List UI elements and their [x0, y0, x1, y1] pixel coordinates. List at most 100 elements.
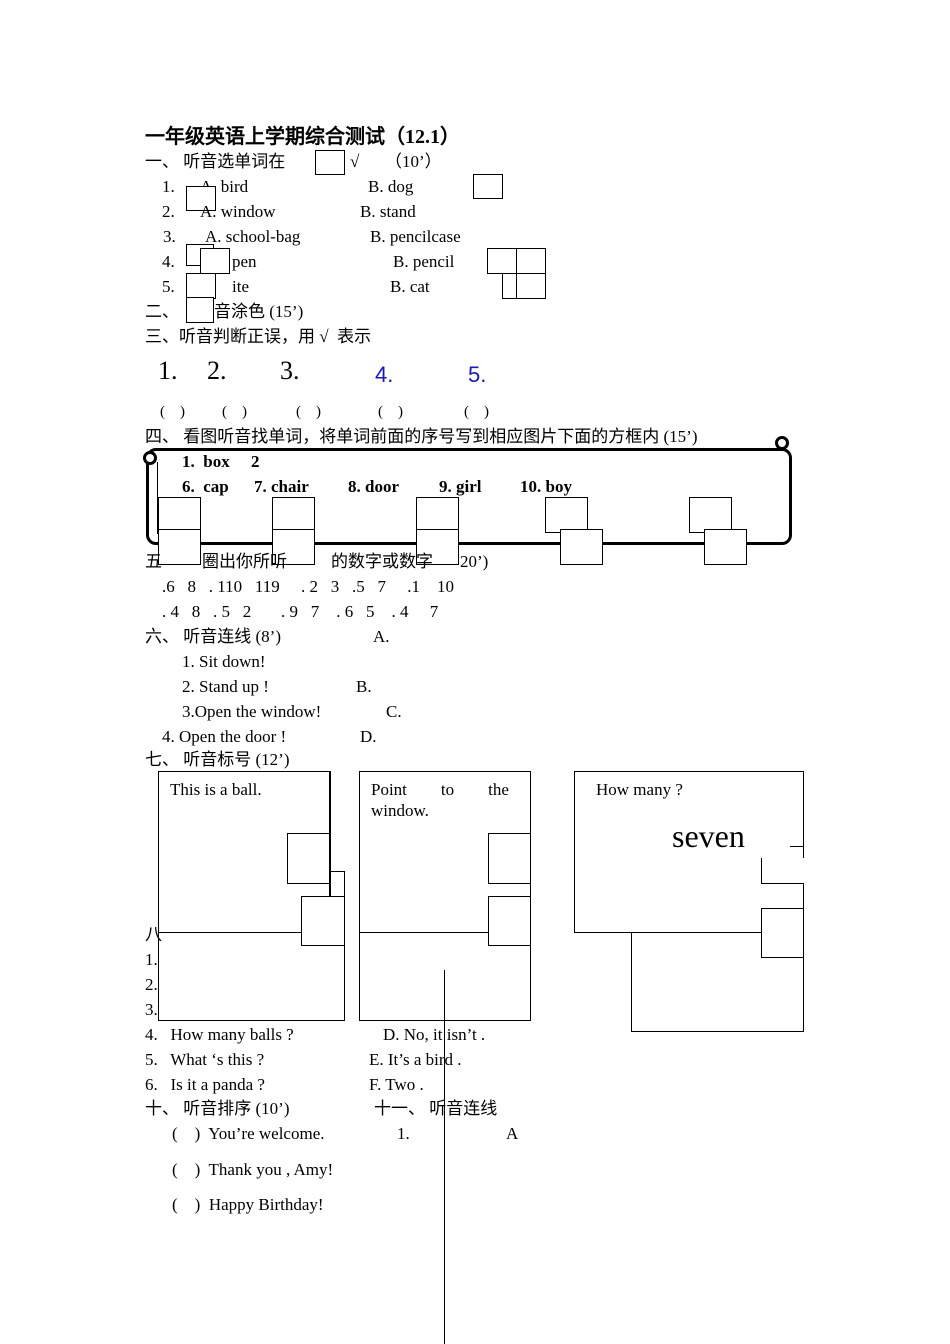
section-3-heading: 三、听音判断正误，用 √ 表示: [145, 327, 372, 346]
section-5-heading-part: 20’): [460, 552, 489, 571]
picture-card: [631, 932, 804, 1032]
word-cap: 6. cap: [182, 477, 229, 496]
match-letter: D.: [360, 727, 377, 746]
page-title: 一年级英语上学期综合测试（12.1）: [145, 126, 460, 148]
answer-box[interactable]: [158, 497, 201, 530]
answer-paren[interactable]: ( ): [296, 404, 321, 420]
phrase-item: 3.Open the window!: [182, 702, 322, 721]
answer-box[interactable]: [330, 871, 345, 897]
word-boy: 10. boy: [520, 477, 572, 496]
answer-item: F. Two .: [369, 1075, 424, 1094]
answer-box[interactable]: [287, 833, 330, 884]
section-2-heading-tail: 音涂色 (15’): [214, 302, 304, 321]
answer-paren[interactable]: ( ): [222, 404, 247, 420]
answer-box[interactable]: [272, 497, 315, 530]
answer-box[interactable]: [516, 273, 546, 299]
match-letter: B.: [356, 677, 372, 696]
answer-paren[interactable]: ( ): [160, 404, 185, 420]
divider: [330, 771, 331, 933]
answer-box[interactable]: [473, 174, 503, 199]
answer-box[interactable]: [200, 248, 230, 274]
section-1-heading: 一、 听音选单词在: [145, 152, 286, 171]
item-number: 1.: [145, 950, 158, 969]
option-b: B. pencilcase: [370, 227, 461, 246]
answer-box[interactable]: [158, 529, 201, 565]
answer-box[interactable]: [301, 896, 345, 946]
answer-box[interactable]: [689, 497, 732, 533]
option-b: B. stand: [360, 202, 416, 221]
answer-box[interactable]: [488, 833, 531, 884]
answer-box[interactable]: [761, 908, 804, 958]
answer-box[interactable]: [186, 273, 216, 299]
word-scroll: [146, 448, 792, 545]
answer-box[interactable]: [488, 896, 531, 946]
picture-card: [574, 771, 804, 933]
answer-paren[interactable]: ( ): [378, 404, 403, 420]
item-number: 1.: [162, 177, 175, 196]
word-door: 8. door: [348, 477, 399, 496]
picture-number: 5.: [468, 362, 487, 387]
item-number: 2.: [145, 975, 158, 994]
phrase-item: 2. Stand up !: [182, 677, 269, 696]
answer-box[interactable]: [272, 529, 315, 565]
option-b: B. cat: [390, 277, 430, 296]
picture-number: 1.: [158, 356, 178, 385]
answer-box[interactable]: [315, 150, 345, 175]
card-number-word: seven: [672, 818, 745, 854]
number-row-2: . 4 8 . 5 2 . 9 7 . 6 5 . 4 7: [162, 602, 439, 621]
option-b: B. pencil: [393, 252, 455, 271]
option-a: A. window: [200, 202, 276, 221]
answer-box[interactable]: [761, 858, 804, 884]
option-a: A. school-bag: [205, 227, 301, 246]
check-mark: √: [350, 152, 360, 171]
answer-box[interactable]: [416, 529, 459, 565]
match-letter: A.: [373, 627, 390, 646]
order-item[interactable]: ( ) Happy Birthday!: [172, 1195, 324, 1214]
section-7-heading: 七、 听音标号 (12’): [145, 750, 290, 769]
picture-number: 4.: [375, 362, 394, 387]
question-item: 6. Is it a panda ?: [145, 1075, 265, 1094]
picture-number: 2.: [207, 356, 227, 385]
divider: [444, 970, 445, 1344]
match-number: 1.: [397, 1124, 410, 1143]
answer-box[interactable]: [416, 497, 459, 530]
option-a: ite: [232, 277, 249, 296]
answer-paren[interactable]: ( ): [464, 404, 489, 420]
section-5-heading-part: 五: [145, 552, 162, 571]
option-a: pen: [232, 252, 257, 271]
answer-box[interactable]: [186, 186, 216, 211]
item-number: 2.: [162, 202, 175, 221]
scroll-curl: [775, 436, 789, 450]
divider: [158, 932, 301, 933]
question-item: 5. What ‘s this ?: [145, 1050, 265, 1069]
order-item[interactable]: ( ) Thank you , Amy!: [172, 1160, 334, 1179]
section-5-heading-part: 的数字或数字: [331, 552, 433, 571]
match-letter: A: [506, 1124, 519, 1143]
card-caption: This is a ball.: [170, 780, 262, 799]
answer-box[interactable]: [487, 248, 517, 274]
section-5-heading-part: 圈出你所听: [202, 552, 287, 571]
section-10-heading: 十、 听音排序 (10’): [145, 1099, 290, 1118]
picture-number: 3.: [280, 356, 300, 385]
section-8-heading-part: 八: [145, 925, 162, 944]
scroll-curl: [143, 451, 157, 465]
card-caption: window.: [371, 801, 429, 820]
item-number: 4.: [162, 252, 175, 271]
section-2-heading: 二、: [145, 302, 179, 321]
answer-box[interactable]: [502, 273, 517, 299]
divider: [359, 932, 489, 933]
item-number: 5.: [162, 277, 175, 296]
answer-box[interactable]: [704, 529, 747, 565]
order-item[interactable]: ( ) You’re welcome.: [172, 1124, 325, 1143]
divider: [790, 846, 804, 847]
match-letter: C.: [386, 702, 402, 721]
item-number: 3.: [145, 1000, 158, 1019]
item-number: 3.: [163, 227, 176, 246]
card-caption: Point to the: [371, 780, 509, 799]
word-girl: 9. girl: [439, 477, 482, 496]
answer-box[interactable]: [516, 248, 546, 274]
number-row-1: .6 8 . 110 119 . 2 3 .5 7 .1 10: [162, 577, 454, 596]
answer-box[interactable]: [560, 529, 603, 565]
answer-box[interactable]: [186, 297, 214, 323]
answer-box[interactable]: [545, 497, 588, 533]
